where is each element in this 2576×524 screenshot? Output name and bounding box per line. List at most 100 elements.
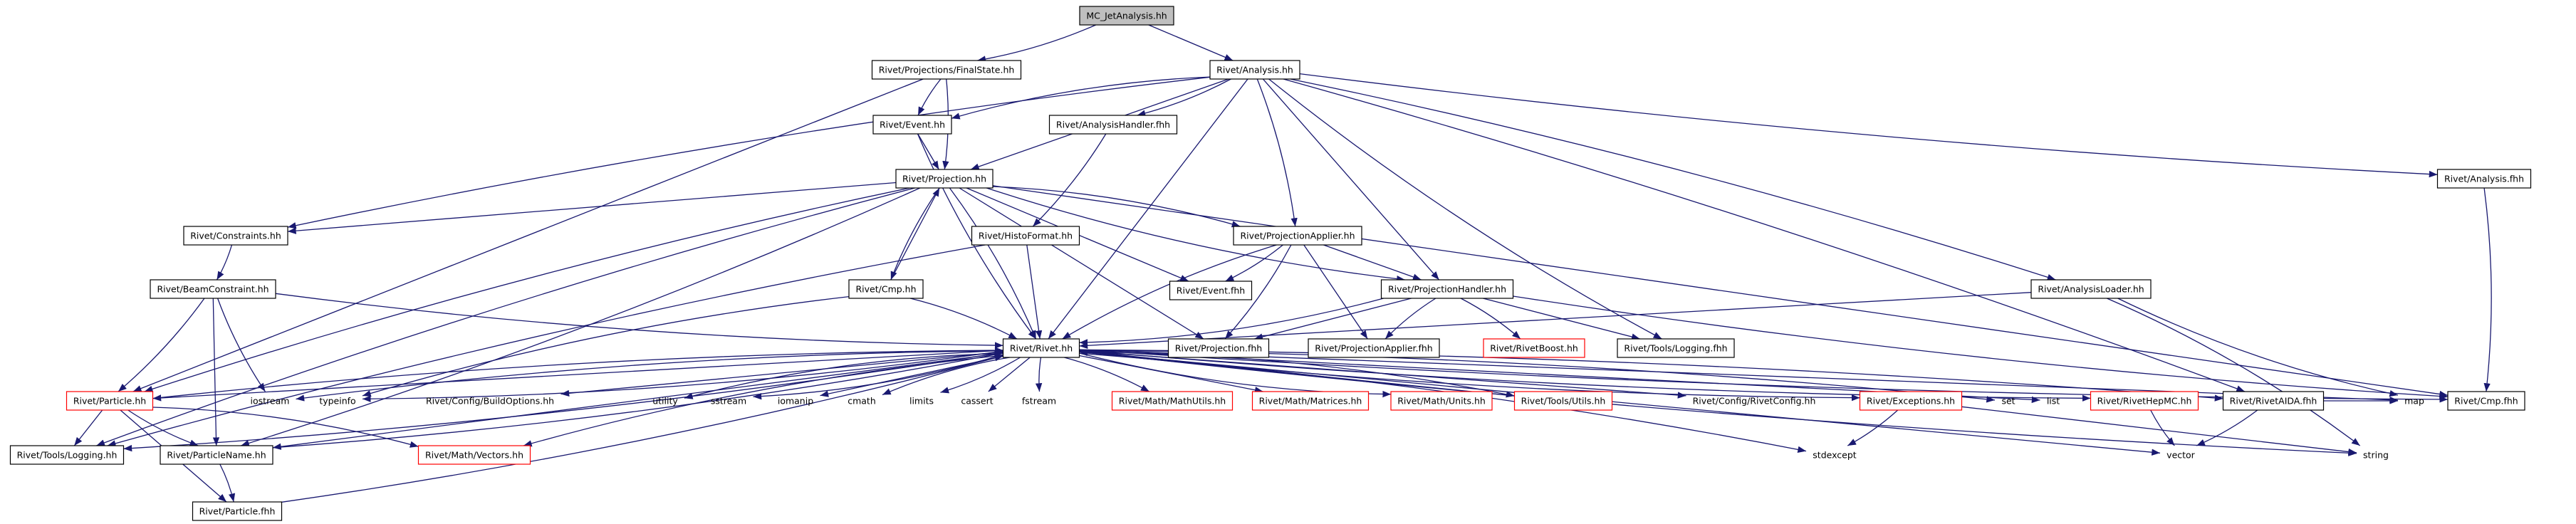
node-hepmc[interactable]: Rivet/RivetHepMC.hh (2090, 391, 2199, 411)
node-logfhh[interactable]: Rivet/Tools/Logging.fhh (1617, 338, 1735, 358)
node-fs[interactable]: Rivet/Projections/FinalState.hh (871, 60, 1022, 80)
edge-ana-to-aida (1283, 78, 2246, 392)
node-label-set: set (2001, 396, 2015, 407)
node-histo[interactable]: Rivet/HistoFormat.hh (971, 226, 1080, 246)
node-box-mathutils (1111, 391, 1234, 411)
node-beam[interactable]: Rivet/BeamConstraint.hh (150, 279, 276, 299)
edge-beam-to-iostream (217, 298, 266, 392)
node-iomanip[interactable]: iomanip (778, 396, 813, 407)
node-proj[interactable]: Rivet/Projection.hh (895, 169, 994, 189)
node-vectors[interactable]: Rivet/Math/Vectors.hh (417, 445, 531, 465)
edge-rivet-to-loghh (123, 352, 1003, 452)
node-evfhh[interactable]: Rivet/Event.fhh (1169, 281, 1253, 300)
node-anafhh[interactable]: Rivet/Analysis.fhh (2436, 169, 2532, 189)
edge-rivet-to-buildopt (560, 351, 1003, 397)
edge-fs-to-event (917, 78, 942, 116)
edge-rivet-to-utility (684, 352, 1003, 399)
node-exc[interactable]: Rivet/Exceptions.hh (1859, 391, 1963, 411)
node-buildopt[interactable]: Rivet/Config/BuildOptions.hh (426, 396, 554, 407)
node-pname[interactable]: Rivet/ParticleName.hh (160, 445, 273, 465)
edge-phand-to-projfhh (1254, 298, 1412, 340)
node-label-buildopt: Rivet/Config/BuildOptions.hh (426, 396, 554, 407)
node-cassert[interactable]: cassert (961, 396, 993, 407)
node-cmpfhh[interactable]: Rivet/Cmp.fhh (2447, 391, 2525, 411)
node-papp[interactable]: Rivet/ProjectionApplier.hh (1233, 226, 1362, 246)
node-root[interactable]: MC_JetAnalysis.hh (1079, 6, 1174, 26)
node-box-pfhh (192, 501, 283, 521)
edge-ana-to-logfhh (1268, 78, 1662, 340)
node-cmath[interactable]: cmath (848, 396, 876, 407)
edge-fs-to-particle (132, 78, 924, 392)
node-ahf[interactable]: Rivet/AnalysisHandler.fhh (1048, 115, 1178, 135)
node-rivetcfg[interactable]: Rivet/Config/RivetConfig.hh (1693, 396, 1816, 407)
edge-ana-to-event (951, 76, 1211, 120)
node-ana[interactable]: Rivet/Analysis.hh (1209, 60, 1300, 80)
node-units[interactable]: Rivet/Math/Units.hh (1390, 391, 1493, 411)
node-box-cmp (848, 279, 924, 299)
edge-phand-to-pappfhh (1385, 298, 1436, 340)
node-utility[interactable]: utility (652, 396, 678, 407)
edge-aloader-to-string (2107, 298, 2361, 446)
edge-rivet-to-cassert (988, 357, 1031, 392)
edge-papp-to-evfhh (1225, 244, 1283, 282)
node-matrices[interactable]: Rivet/Math/Matrices.hh (1251, 391, 1370, 411)
node-mathutils[interactable]: Rivet/Math/MathUtils.hh (1111, 391, 1234, 411)
node-label-iomanip: iomanip (778, 396, 813, 407)
node-limits[interactable]: limits (909, 396, 934, 407)
edge-cmp-to-proj (890, 187, 940, 281)
node-string[interactable]: string (2363, 450, 2389, 461)
edge-rivet-to-string (1079, 350, 2357, 456)
node-cons[interactable]: Rivet/Constraints.hh (183, 226, 288, 246)
node-box-proj (895, 169, 994, 189)
node-rivet[interactable]: Rivet/Rivet.hh (1002, 338, 1080, 358)
node-aida[interactable]: Rivet/RivetAIDA.fhh (2222, 391, 2325, 411)
node-set[interactable]: set (2001, 396, 2015, 407)
node-utils[interactable]: Rivet/Tools/Utils.hh (1513, 391, 1613, 411)
node-particle[interactable]: Rivet/Particle.hh (66, 391, 154, 411)
edge-rivet-to-iomanip (820, 355, 1003, 397)
node-loghh[interactable]: Rivet/Tools/Logging.hh (9, 445, 125, 465)
node-sstream[interactable]: sstream (711, 396, 746, 407)
node-label-cons: Rivet/Constraints.hh (190, 231, 281, 241)
node-fstream[interactable]: fstream (1022, 396, 1056, 407)
edge-exc-to-string (1961, 406, 2357, 456)
node-label-aloader: Rivet/AnalysisLoader.hh (2038, 284, 2144, 295)
node-label-evfhh: Rivet/Event.fhh (1177, 285, 1245, 296)
node-projfhh[interactable]: Rivet/Projection.fhh (1167, 338, 1270, 358)
node-typeinfo[interactable]: typeinfo (319, 396, 355, 407)
node-pfhh[interactable]: Rivet/Particle.fhh (192, 501, 283, 521)
node-iostream[interactable]: iostream (251, 396, 290, 407)
node-stdexcept[interactable]: stdexcept (1813, 450, 1856, 461)
node-boost[interactable]: Rivet/RivetBoost.hh (1483, 338, 1585, 358)
node-aloader[interactable]: Rivet/AnalysisLoader.hh (2030, 279, 2152, 299)
edge-cmp-to-typeinfo (362, 295, 850, 397)
node-box-particle (66, 391, 154, 411)
edge-pname-to-pfhh (219, 463, 236, 503)
node-label-vector: vector (2166, 450, 2196, 461)
node-vector[interactable]: vector (2166, 450, 2196, 461)
edge-aida-to-vector (2196, 409, 2258, 446)
edge-ana-to-papp (1256, 78, 1298, 227)
node-pappfhh[interactable]: Rivet/ProjectionApplier.fhh (1308, 338, 1440, 358)
node-label-list: list (2047, 396, 2060, 407)
edge-rivet-to-iostream (296, 350, 1003, 402)
node-label-particle: Rivet/Particle.hh (73, 396, 146, 407)
node-event[interactable]: Rivet/Event.hh (872, 115, 952, 135)
edge-ahf-to-histo (1032, 133, 1107, 227)
node-box-rivet (1002, 338, 1080, 358)
node-map[interactable]: map (2404, 396, 2424, 407)
edge-rivet-to-mathutils (1064, 357, 1150, 392)
node-label-mathutils: Rivet/Math/MathUtils.hh (1119, 396, 1226, 407)
node-label-hepmc: Rivet/RivetHepMC.hh (2097, 396, 2192, 407)
node-phand[interactable]: Rivet/ProjectionHandler.hh (1380, 279, 1514, 299)
node-cmp[interactable]: Rivet/Cmp.hh (848, 279, 924, 299)
node-label-phand: Rivet/ProjectionHandler.hh (1388, 284, 1506, 295)
edge-particle-to-vectors (152, 407, 419, 448)
node-label-exc: Rivet/Exceptions.hh (1867, 396, 1955, 407)
node-list[interactable]: list (2047, 396, 2060, 407)
edge-beam-to-rivet (275, 293, 1003, 349)
node-label-vectors: Rivet/Math/Vectors.hh (425, 450, 523, 461)
node-box-hepmc (2090, 391, 2199, 411)
edge-event-to-rivet (917, 133, 1037, 340)
node-box-utils (1513, 391, 1613, 411)
